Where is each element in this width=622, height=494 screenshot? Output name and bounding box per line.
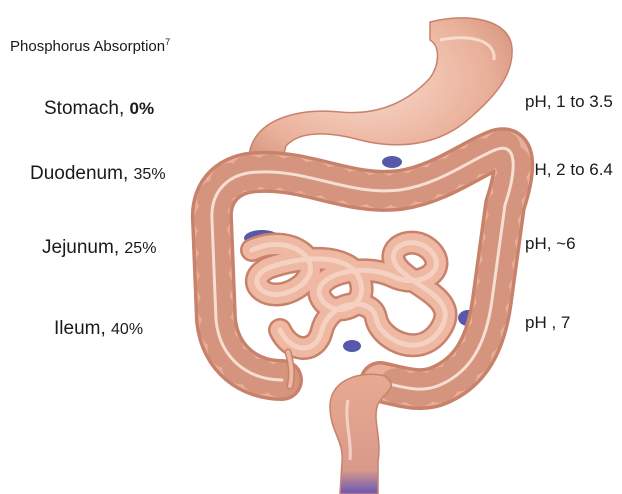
small-intestine-shape [252, 243, 445, 348]
rectum-shape [330, 374, 391, 494]
appendix-shape [288, 352, 291, 386]
